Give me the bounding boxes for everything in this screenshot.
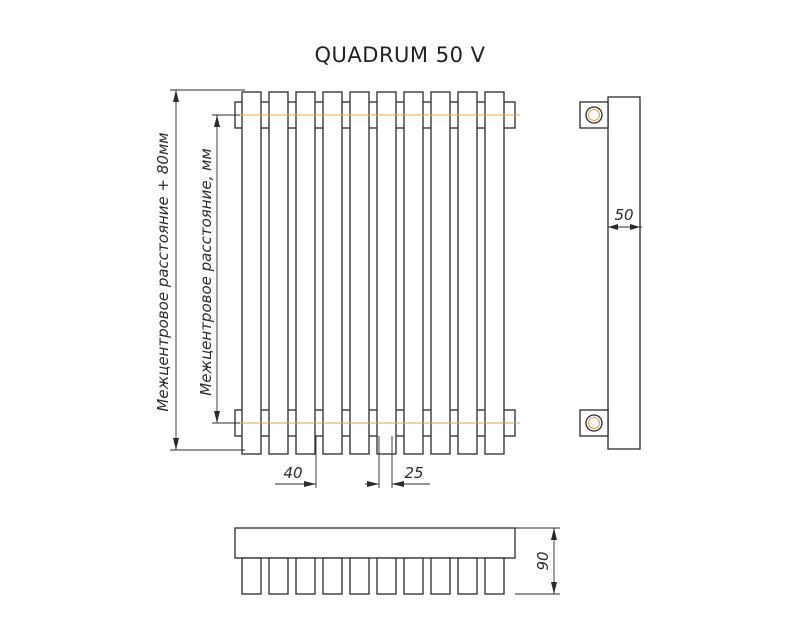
bottom-view-tube: [376, 557, 397, 595]
pitch-dimension: 40: [275, 436, 317, 488]
depth-label: 50: [614, 206, 633, 224]
front-tube: [457, 91, 478, 455]
outer-height-label: Межцентровое расстояние + 80мм: [154, 132, 172, 411]
bottom-view-tube: [322, 557, 343, 595]
side-view: 50: [579, 96, 642, 450]
top-connection-bracket: [579, 101, 609, 129]
front-tube: [268, 91, 289, 455]
bottom-connection-bracket: [579, 409, 609, 437]
front-tube: [430, 91, 451, 455]
front-tube: [295, 91, 316, 455]
bottom-view-tube: [268, 557, 289, 595]
bottom-view: 90: [234, 527, 560, 595]
bottom-view-tubes: [241, 557, 505, 595]
front-tubes: [241, 91, 505, 455]
bottom-view-tube: [349, 557, 370, 595]
bottom-view-tube: [457, 557, 478, 595]
inner-height-dimension: Межцентровое расстояние, мм: [197, 114, 240, 424]
front-tube: [322, 91, 343, 455]
front-tube: [403, 91, 424, 455]
side-tube: [607, 96, 641, 450]
bottom-view-tube: [403, 557, 424, 595]
bottom-view-tube: [484, 557, 505, 595]
drawing-title: QUADRUM 50 V: [315, 43, 486, 67]
top-connection-thread: [588, 109, 600, 121]
bottom-view-tube: [241, 557, 262, 595]
top-connection-ring: [585, 106, 603, 124]
front-tube: [349, 91, 370, 455]
tube-width-label: 25: [404, 464, 423, 482]
bottom-view-tube: [430, 557, 451, 595]
bottom-view-collector: [234, 527, 516, 559]
front-tube: [484, 91, 505, 455]
outer-height-dimension: Межцентровое расстояние + 80мм: [154, 89, 245, 451]
inner-height-label: Межцентровое расстояние, мм: [197, 148, 215, 395]
bottom-connection-thread: [588, 417, 600, 429]
bottom-connection-ring: [585, 414, 603, 432]
bottom-height-label: 90: [534, 551, 552, 570]
front-tube: [376, 91, 397, 455]
bottom-view-tube: [295, 557, 316, 595]
front-tube: [241, 91, 262, 455]
pitch-label: 40: [283, 464, 302, 482]
front-view: [230, 91, 520, 455]
tube-width-dimension: 25: [365, 436, 430, 488]
